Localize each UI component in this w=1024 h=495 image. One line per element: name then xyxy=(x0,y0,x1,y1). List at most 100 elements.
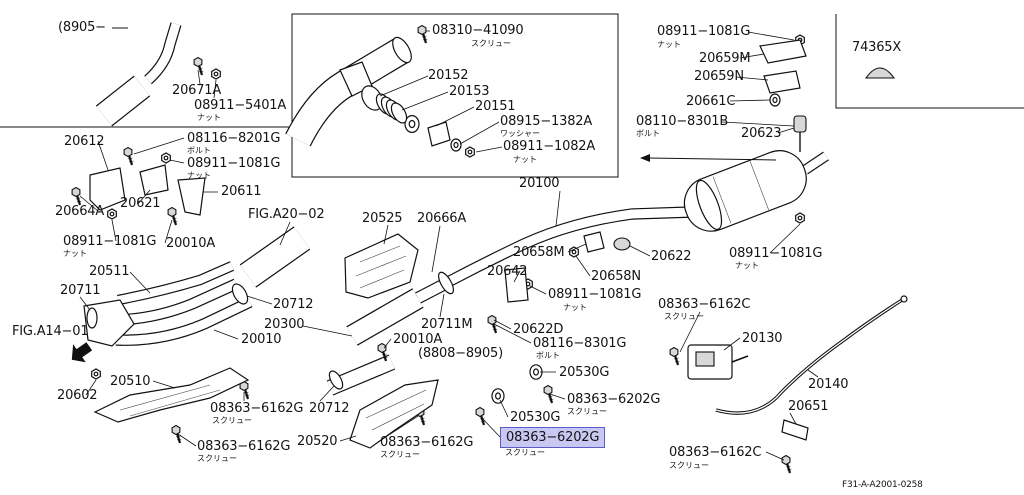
frame-lines xyxy=(0,13,1024,178)
part-number: 20153 xyxy=(449,84,490,99)
inset-pipe xyxy=(285,37,410,147)
tail-pipe xyxy=(802,151,829,175)
part-number: 20611 xyxy=(221,184,262,199)
part-type-note: ボルト xyxy=(636,129,660,138)
range-center: (8808−8905) xyxy=(418,346,504,361)
part-number: 20010 xyxy=(241,332,282,347)
nut-icon xyxy=(161,152,171,164)
part-number: 20010A xyxy=(166,236,216,251)
inset-details xyxy=(339,36,451,147)
front-brackets xyxy=(83,164,249,347)
screw-icon xyxy=(171,424,182,444)
screw-icon xyxy=(193,56,204,76)
bracket-20659n xyxy=(763,70,801,94)
top-right-hanger xyxy=(759,39,896,94)
part-type-note: スクリュー xyxy=(567,407,607,416)
screw-icon xyxy=(417,24,428,44)
part-number: 20525 xyxy=(362,211,403,226)
gasket-20711 xyxy=(86,307,98,329)
center-neck xyxy=(415,278,448,304)
part-number: 08363−6162C xyxy=(658,297,751,312)
center-converter xyxy=(346,288,424,346)
part-number: 08911−1081G xyxy=(187,156,281,171)
center-brackets xyxy=(328,231,631,390)
part-number: 20651 xyxy=(788,399,829,414)
part-number: 20658M xyxy=(513,245,565,260)
front-pipe-upper xyxy=(117,261,235,306)
part-type-note: ナット xyxy=(63,249,87,258)
part-number: 20152 xyxy=(428,68,469,83)
nut-icon xyxy=(465,146,475,158)
part-number: 08911−1081G xyxy=(729,246,823,261)
part-number: 20510 xyxy=(110,374,151,389)
part-type-note: ナット xyxy=(187,171,211,180)
part-type-note: ボルト xyxy=(536,351,560,360)
catalytic-converter-front xyxy=(239,226,311,288)
bracket-20621 xyxy=(139,164,169,196)
screw-icon xyxy=(487,314,498,334)
part-number: 20300 xyxy=(264,317,305,332)
muffler-assembly xyxy=(683,115,807,232)
part-number: 20511 xyxy=(89,264,130,279)
gasket-20711m xyxy=(438,271,454,295)
part-number: 08310−41090 xyxy=(432,23,524,38)
nut-icon xyxy=(569,246,579,258)
washer-icon xyxy=(450,138,462,152)
screw-icon xyxy=(167,206,178,226)
part-type-note: スクリュー xyxy=(669,461,709,470)
part-number: 20530G xyxy=(559,365,610,380)
screw-icon xyxy=(669,346,680,366)
part-number: 20659M xyxy=(699,51,751,66)
detail-inset-frame xyxy=(291,13,619,178)
part-number: 08116−8201G xyxy=(187,131,281,146)
part-number: 08363−6162G xyxy=(197,439,291,454)
part-type-note: ナット xyxy=(563,303,587,312)
part-number: 20712 xyxy=(273,297,314,312)
part-number: 20658N xyxy=(591,269,641,284)
part-number: 20530G xyxy=(510,410,561,425)
nut-icon xyxy=(91,368,101,380)
screw-icon xyxy=(781,454,792,474)
part-type-note: ナット xyxy=(657,40,681,49)
gasket-20712 xyxy=(231,283,249,305)
part-number: 20642 xyxy=(487,264,528,279)
part-number: 08911−1081G xyxy=(63,234,157,249)
fig-ref-a14: FIG.A14−01 xyxy=(12,324,89,339)
front-pipe-b xyxy=(115,296,253,346)
part-number: 20100 xyxy=(519,176,560,191)
part-number: 20140 xyxy=(808,377,849,392)
part-type-note: ボルト xyxy=(187,146,211,155)
shift-cable-assembly xyxy=(687,295,908,441)
reference-arrows xyxy=(71,154,777,363)
heat-shield-20510 xyxy=(93,367,250,423)
part-type-note: ワッシャー xyxy=(500,129,540,138)
part-number: 20664A xyxy=(55,204,105,219)
part-type-note: スクリュー xyxy=(197,454,237,463)
part-number: 20711M xyxy=(421,317,473,332)
range-top-left: (8905− xyxy=(58,20,106,35)
rubber-hanger-20623 xyxy=(793,115,807,133)
part-number: 20666A xyxy=(417,211,467,226)
part-number: 08363−6162G xyxy=(210,401,304,416)
part-number: 20622D xyxy=(513,322,564,337)
nut-icon xyxy=(107,208,117,220)
washer-icon xyxy=(491,388,505,404)
part-type-note: スクリュー xyxy=(380,450,420,459)
leader-lines xyxy=(79,30,819,461)
part-number: 08911−1081G xyxy=(657,24,751,39)
part-number: 08915−1382A xyxy=(500,114,593,129)
part-number: 20659N xyxy=(694,69,744,84)
part-number: 08363−6162G xyxy=(380,435,474,450)
part-number: 08911−1081G xyxy=(548,287,642,302)
washer-icon xyxy=(769,93,781,107)
cable-bracket-20651 xyxy=(781,419,809,441)
gasket-20712-lower xyxy=(328,370,344,390)
part-number: 20612 xyxy=(64,134,105,149)
screw-icon xyxy=(475,406,486,426)
plate-20151 xyxy=(427,121,451,147)
bracket-20642 xyxy=(504,267,529,303)
top-left-converter xyxy=(95,75,151,127)
heat-shield-20520 xyxy=(349,379,439,449)
